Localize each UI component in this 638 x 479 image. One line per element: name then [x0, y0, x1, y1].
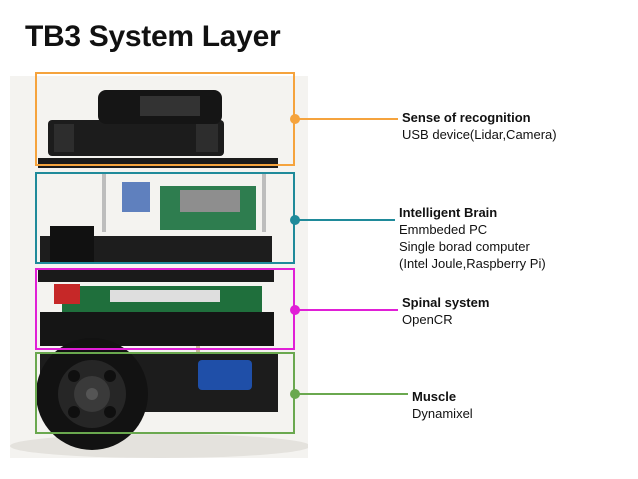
opencr-board — [38, 270, 274, 372]
connector-brain — [295, 219, 395, 221]
sbc-board — [40, 172, 272, 264]
wheel-and-battery — [36, 338, 278, 450]
connector-dot-muscle — [290, 389, 300, 399]
label-heading: Spinal system — [402, 295, 490, 310]
label-muscle: Muscle Dynamixel — [412, 388, 473, 422]
label-heading: Sense of recognition — [402, 110, 531, 125]
label-line: Single borad computer — [399, 239, 530, 254]
label-heading: Muscle — [412, 389, 457, 404]
label-recognition: Sense of recognition USB device(Lidar,Ca… — [402, 109, 557, 143]
label-heading: Intelligent Brain — [399, 205, 498, 220]
lidar-sensor — [48, 90, 224, 156]
layer-box-spinal — [35, 268, 295, 350]
connector-muscle — [295, 393, 408, 395]
slide-title: TB3 System Layer — [25, 20, 281, 53]
robot-photo — [10, 76, 308, 458]
connector-dot-spinal — [290, 305, 300, 315]
label-line: (Intel Joule,Raspberry Pi) — [399, 256, 546, 271]
robot-illustration — [10, 76, 308, 458]
connector-spinal — [295, 309, 398, 311]
label-line: OpenCR — [402, 312, 453, 327]
label-line: Dynamixel — [412, 406, 473, 421]
label-line: Emmbeded PC — [399, 222, 488, 237]
layer-box-recognition — [35, 72, 295, 166]
label-line: USB device(Lidar,Camera) — [402, 127, 557, 142]
connector-dot-brain — [290, 215, 300, 225]
connector-dot-recognition — [290, 114, 300, 124]
label-spinal: Spinal system OpenCR — [402, 294, 489, 328]
layer-box-brain — [35, 172, 295, 264]
layer-box-muscle — [35, 352, 295, 434]
connector-recognition — [295, 118, 398, 120]
label-brain: Intelligent Brain Emmbeded PC Single bor… — [399, 204, 546, 272]
